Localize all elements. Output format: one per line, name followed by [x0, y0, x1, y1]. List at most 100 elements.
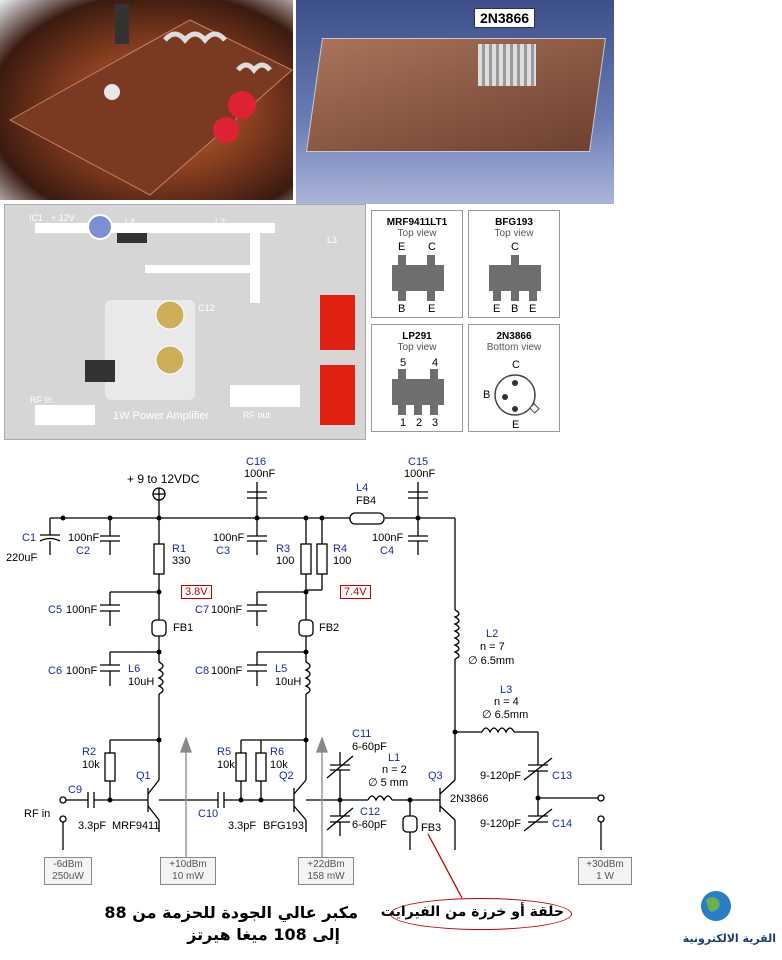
c15-value: 100nF — [404, 468, 436, 480]
ferrite-callout — [390, 898, 572, 930]
r3-value: 100 — [276, 555, 295, 567]
package-view: Top view — [397, 228, 437, 239]
power-mw: 1 W — [596, 871, 614, 882]
l6-name: L6 — [128, 663, 141, 675]
pin-label: E — [428, 303, 436, 315]
c13-value: 9-120pF — [480, 770, 521, 782]
pin-label: B — [511, 303, 519, 315]
c4-value: 100nF — [372, 532, 404, 544]
pcb-layout: IC1 + 12V L4 L2 L3 C12 RF In 1W Power Am… — [4, 204, 366, 440]
l4-name: L4 — [356, 482, 369, 494]
package-bfg193: BFG193 Top view C E B E — [468, 210, 560, 318]
package-name: MRF9411LT1 — [386, 217, 448, 228]
heatsink-label: 2N3866 — [474, 8, 536, 28]
package-view: Top view — [397, 342, 437, 353]
pin-label: E — [398, 241, 406, 253]
l1-name: L1 — [388, 752, 401, 764]
c9-name: C9 — [68, 784, 83, 796]
l5-name: L5 — [275, 663, 288, 675]
c5-name: C5 — [48, 604, 63, 616]
rf-in-label: RF in — [24, 808, 51, 820]
r4-name: R4 — [333, 543, 348, 555]
c6-name: C6 — [48, 665, 63, 677]
c1-value: 220uF — [6, 552, 38, 564]
r5-value: 10k — [217, 759, 235, 771]
caption-title-line1: مكبر عالي الجودة للحزمة من 88 — [104, 903, 358, 922]
c14-name: C14 — [552, 818, 573, 830]
c6-value: 100nF — [66, 665, 98, 677]
pin-label: E — [512, 419, 520, 431]
fb1-label: FB1 — [173, 622, 194, 634]
q2-name: Q2 — [279, 770, 294, 782]
silk-12v: + 12V — [51, 213, 75, 223]
c8-name: C8 — [195, 665, 210, 677]
globe-logo-icon — [701, 891, 731, 921]
r5-name: R5 — [217, 746, 232, 758]
heatsink — [478, 44, 536, 86]
fb4-label: FB4 — [356, 495, 377, 507]
silk-l4: L4 — [125, 217, 136, 227]
power-mw: 158 mW — [307, 871, 345, 882]
r2-name: R2 — [82, 746, 97, 758]
supply-label: + 9 to 12VDC — [127, 472, 200, 486]
pcb-photo-top — [0, 0, 293, 200]
package-name: BFG193 — [495, 217, 533, 228]
power-level-input: -6dBm 250uW — [44, 857, 92, 885]
power-dbm: +22dBm — [307, 859, 345, 870]
c3-name: C3 — [216, 545, 231, 557]
c14-value: 9-120pF — [480, 818, 521, 830]
power-dbm: +10dBm — [169, 859, 207, 870]
r6-value: 10k — [270, 759, 288, 771]
l6-value: 10uH — [128, 676, 155, 688]
c15-name: C15 — [408, 456, 429, 468]
c4-name: C4 — [380, 545, 395, 557]
c8-value: 100nF — [211, 665, 243, 677]
silk-ic1: IC1 — [29, 213, 44, 223]
power-level-stage2: +22dBm 158 mW — [298, 857, 354, 885]
caption-title-line2: إلى 108 ميغا هيرتز — [187, 925, 340, 944]
power-level-stage1: +10dBm 10 mW — [160, 857, 216, 885]
c3-value: 100nF — [213, 532, 245, 544]
c5-value: 100nF — [66, 604, 98, 616]
package-view: Bottom view — [486, 342, 542, 353]
fb2-label: FB2 — [319, 622, 340, 634]
ferrite-note: حلقة أو خرزة من الفيرايت — [380, 904, 564, 920]
r1-value: 330 — [172, 555, 191, 567]
r6-name: R6 — [270, 746, 285, 758]
r4-value: 100 — [333, 555, 352, 567]
pin-label: B — [483, 389, 491, 401]
c16-name: C16 — [246, 456, 267, 468]
package-symbol — [494, 374, 540, 416]
c16-value: 100nF — [244, 468, 276, 480]
pin-label: C — [511, 241, 519, 253]
silk-rf-in: RF In — [30, 395, 53, 405]
l5-value: 10uH — [275, 676, 302, 688]
c11-value: 6-60pF — [352, 741, 387, 753]
pin-label: 4 — [432, 357, 439, 369]
pin-label: 1 — [400, 417, 407, 429]
l2-name: L2 — [486, 628, 499, 640]
q3-type: 2N3866 — [450, 793, 489, 805]
logo-text: القرية الالكترونية — [682, 932, 776, 945]
c1-name: C1 — [22, 532, 37, 544]
power-mw: 10 mW — [172, 871, 204, 882]
l3-diameter: ∅ 6.5mm — [482, 709, 529, 721]
package-symbol — [489, 255, 541, 301]
power-level-output: +30dBm 1 W — [578, 857, 632, 885]
c12-name: C12 — [360, 806, 381, 818]
pin-label: E — [529, 303, 537, 315]
pcb-photo-drawing — [8, 4, 293, 196]
package-lp291: LP291 Top view 5 4 1 2 3 — [371, 324, 463, 432]
c2-name: C2 — [76, 545, 91, 557]
c7-name: C7 — [195, 604, 210, 616]
c11-name: C11 — [352, 728, 372, 740]
power-mw: 250uW — [52, 871, 84, 882]
l3-name: L3 — [500, 684, 513, 696]
q1-type: MRF9411 — [112, 820, 160, 832]
schematic — [39, 482, 605, 899]
pcb-photo-bottom: 2N3866 — [296, 0, 614, 204]
silk-l1: C12 — [198, 303, 215, 313]
l3-turns: n = 4 — [494, 696, 519, 708]
c10-name: C10 — [198, 808, 219, 820]
r3-name: R3 — [276, 543, 291, 555]
